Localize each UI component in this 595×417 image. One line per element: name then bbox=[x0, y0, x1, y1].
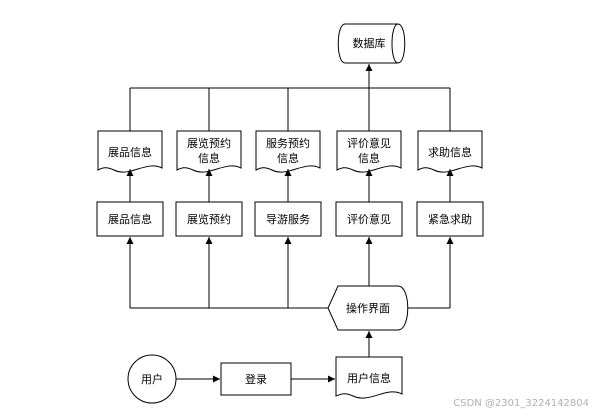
database-node: 数据库 bbox=[337, 23, 406, 64]
login-node: 登录 bbox=[220, 362, 292, 396]
document-node-service-booking-info: 服务预约 信息 bbox=[255, 130, 321, 173]
user-info-document-node: 用户信息 bbox=[335, 356, 403, 399]
database-label: 数据库 bbox=[353, 36, 386, 50]
document-node-exhibit-info: 展品信息 bbox=[97, 130, 163, 173]
module-label: 评价意见 bbox=[347, 212, 391, 226]
document-label-line2: 信息 bbox=[198, 151, 220, 165]
module-box-exhibition-booking: 展览预约 bbox=[175, 201, 243, 237]
document-label: 展品信息 bbox=[108, 145, 152, 159]
document-label-line1: 展览预约 bbox=[187, 136, 231, 150]
watermark-text: CSDN @2301_3224142804 bbox=[453, 398, 589, 409]
module-box-emergency-help: 紧急求助 bbox=[416, 201, 484, 237]
document-node-help-info: 求助信息 bbox=[417, 130, 483, 173]
module-label: 展览预约 bbox=[187, 212, 231, 226]
operation-interface-node: 操作界面 bbox=[327, 285, 409, 331]
module-box-exhibit-info: 展品信息 bbox=[96, 201, 164, 237]
document-label-line2: 信息 bbox=[358, 151, 380, 165]
interface-label: 操作界面 bbox=[346, 301, 390, 315]
user-label: 用户 bbox=[141, 372, 163, 386]
document-label: 求助信息 bbox=[428, 145, 472, 159]
user-info-label: 用户信息 bbox=[347, 371, 391, 385]
document-node-exhibition-booking-info: 展览预约 信息 bbox=[176, 130, 242, 173]
module-box-feedback: 评价意见 bbox=[335, 201, 403, 237]
module-label: 紧急求助 bbox=[428, 212, 472, 226]
document-label-line2: 信息 bbox=[277, 151, 299, 165]
module-label: 展品信息 bbox=[108, 212, 152, 226]
module-box-guide-service: 导游服务 bbox=[254, 201, 322, 237]
document-label-line1: 服务预约 bbox=[266, 137, 310, 150]
user-node: 用户 bbox=[127, 354, 177, 404]
module-label: 导游服务 bbox=[266, 213, 310, 226]
document-label-line1: 评价意见 bbox=[347, 136, 391, 150]
document-node-feedback-info: 评价意见 信息 bbox=[336, 130, 402, 173]
login-label: 登录 bbox=[245, 372, 267, 386]
